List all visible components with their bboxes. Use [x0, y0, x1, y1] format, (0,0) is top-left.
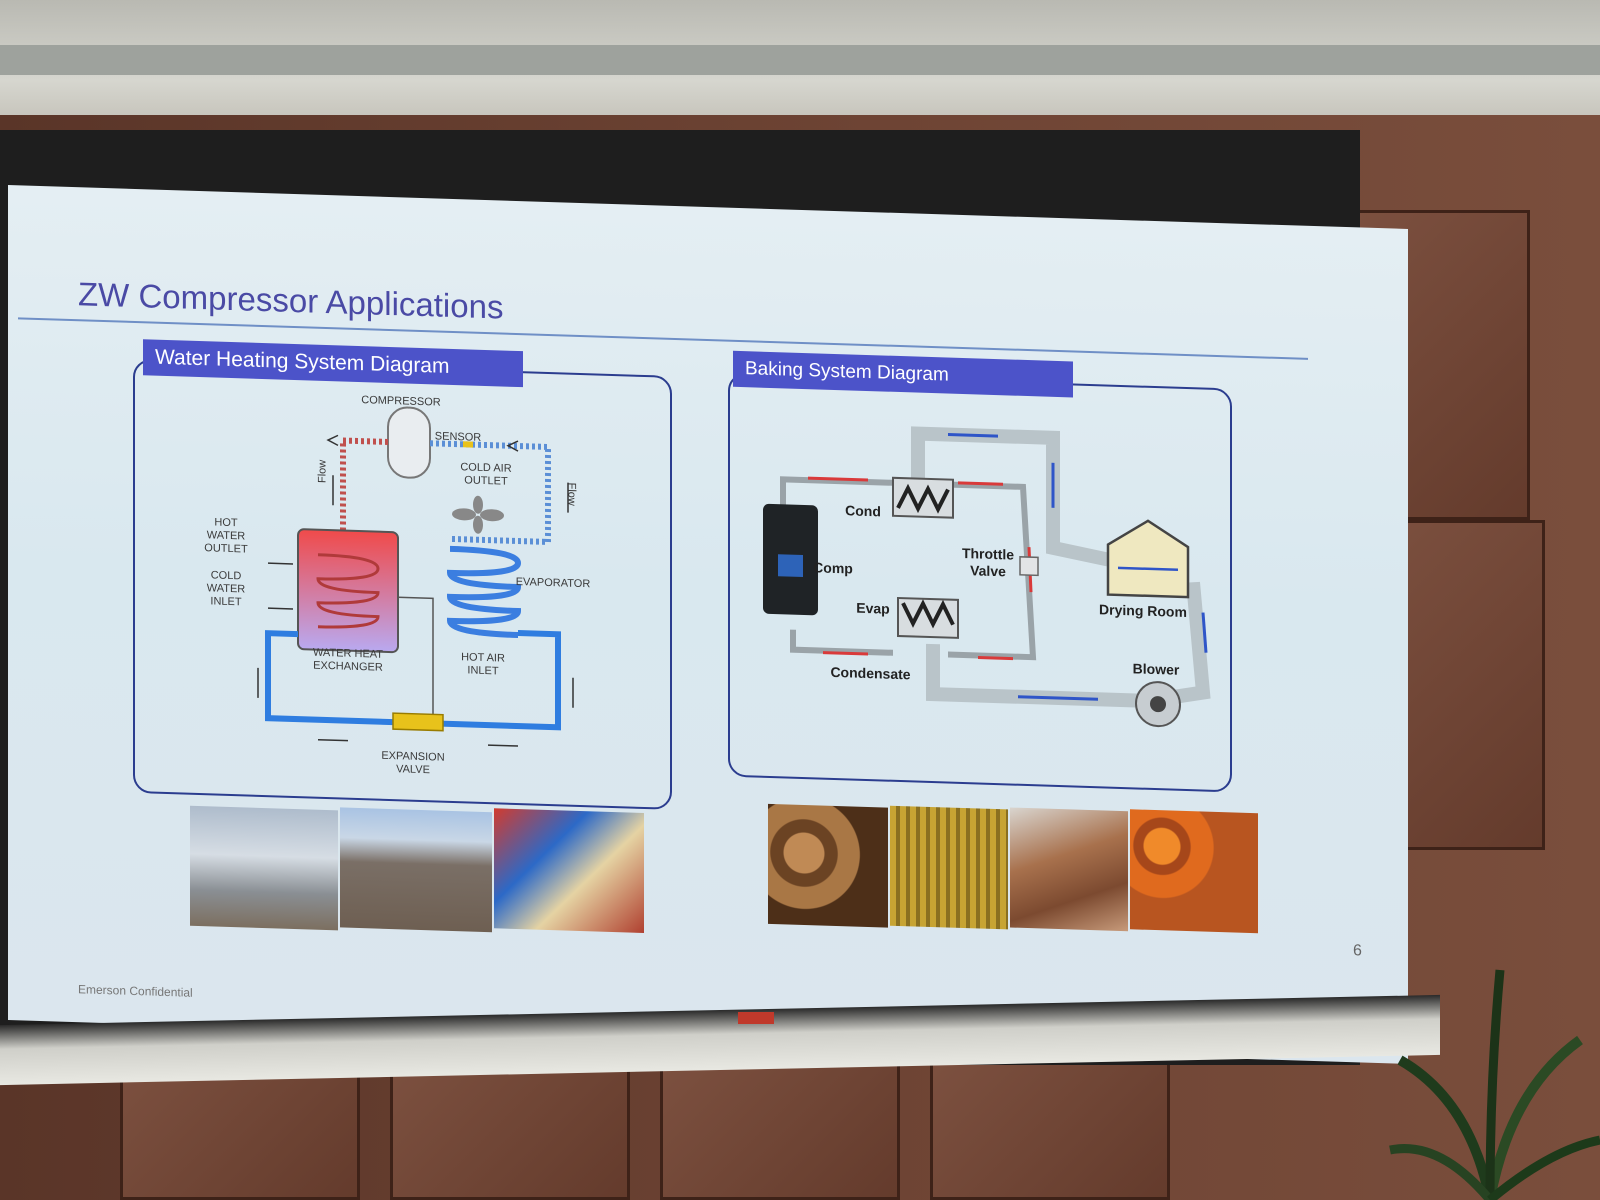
hot-air-inlet-label: HOT AIR INLET — [461, 651, 505, 678]
cold-arrow — [1201, 612, 1208, 653]
photo-shopping-street — [494, 808, 644, 933]
drying-room-label: Drying Room — [1099, 601, 1187, 621]
photo-mushrooms — [768, 803, 888, 928]
photo-persimmons — [1130, 809, 1258, 934]
hot-arrow — [978, 655, 1013, 661]
sensor-marker — [463, 441, 473, 448]
suction-pipe — [430, 440, 551, 546]
drying-room-arrow — [1118, 566, 1178, 572]
cold-water-inlet-label: COLD WATER INLET — [206, 569, 246, 609]
wall-panel — [930, 1050, 1170, 1200]
cold-arrow — [948, 433, 998, 438]
throttle-valve-label: Throttle Valve — [961, 544, 1015, 580]
flow-arrow — [318, 738, 348, 742]
tank-coil — [316, 553, 380, 629]
photo-cured-meat — [1010, 807, 1128, 932]
hot-arrow — [958, 481, 1003, 486]
water-heating-diagram — [257, 406, 574, 747]
flow-arrow — [488, 744, 518, 747]
evaporator-zigzag — [901, 599, 955, 629]
hot-arrow — [808, 476, 868, 482]
wall-panel — [660, 1050, 900, 1200]
compressor-shape — [387, 406, 431, 479]
slide-title: ZW Compressor Applications — [78, 275, 504, 326]
condenser-zigzag — [896, 483, 950, 514]
condensate-label: Condensate — [830, 663, 911, 683]
sensor-label: SENSOR — [434, 430, 482, 444]
water-heat-exchanger-label: WATER HEAT EXCHANGER — [312, 646, 384, 674]
blower-hub — [1150, 696, 1166, 713]
photo-industrial-tank — [190, 805, 338, 931]
projection-screen: ZW Compressor Applications Water Heating… — [8, 185, 1408, 1064]
compressor-label: COMPRESSOR — [361, 394, 441, 409]
hot-pipe — [340, 437, 388, 541]
hot-water-outlet-label: HOT WATER OUTLET — [204, 516, 248, 556]
compressor-badge — [778, 554, 803, 577]
cold-arrow — [1018, 695, 1098, 701]
comp-label: Comp — [813, 559, 853, 577]
expansion-valve-shape — [392, 712, 444, 732]
flow-arrow — [268, 562, 293, 565]
baking-diagram — [763, 426, 1211, 728]
expansion-valve-label: EXPANSION VALVE — [381, 749, 445, 777]
evaporator-label: EVAPORATOR — [515, 575, 591, 591]
screen-logo-tab — [738, 1012, 774, 1024]
ceiling-band — [0, 45, 1600, 75]
confidential-footer: Emerson Confidential — [78, 982, 193, 1000]
potted-plant — [1389, 969, 1600, 1200]
refrigerant-loop — [790, 629, 893, 656]
hot-arrow — [823, 651, 868, 656]
evaporator-coil — [446, 545, 522, 639]
photo-dried-stalks — [890, 805, 1008, 930]
cold-air-outlet-label: COLD AIR OUTLET — [460, 461, 512, 488]
flow-arrow — [326, 434, 339, 447]
evap-label: Evap — [856, 599, 890, 617]
photo-hotel-building — [340, 807, 492, 933]
drying-room-shape — [1106, 519, 1190, 599]
flow-label-right: Flow — [565, 482, 578, 507]
throttle-valve-shape — [1019, 556, 1039, 577]
cond-label: Cond — [845, 502, 881, 520]
blower-label: Blower — [1132, 660, 1180, 678]
flow-label-left: Flow — [316, 459, 329, 484]
fan-icon — [452, 495, 504, 534]
flow-arrow — [506, 440, 519, 452]
air-duct — [911, 426, 1110, 567]
flow-arrow — [268, 607, 293, 610]
tank-to-valve-pipe — [398, 596, 434, 724]
page-number: 6 — [1353, 942, 1362, 960]
wall-panel — [390, 1050, 630, 1200]
